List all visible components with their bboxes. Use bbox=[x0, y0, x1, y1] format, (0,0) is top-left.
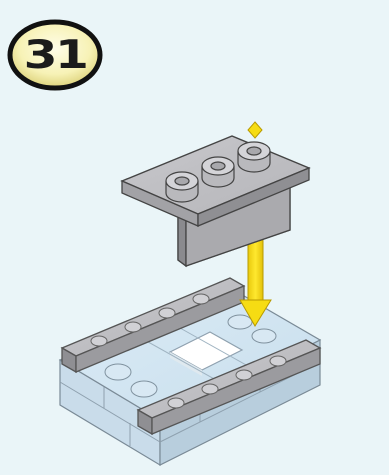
gray-bracket-brick bbox=[122, 136, 309, 266]
